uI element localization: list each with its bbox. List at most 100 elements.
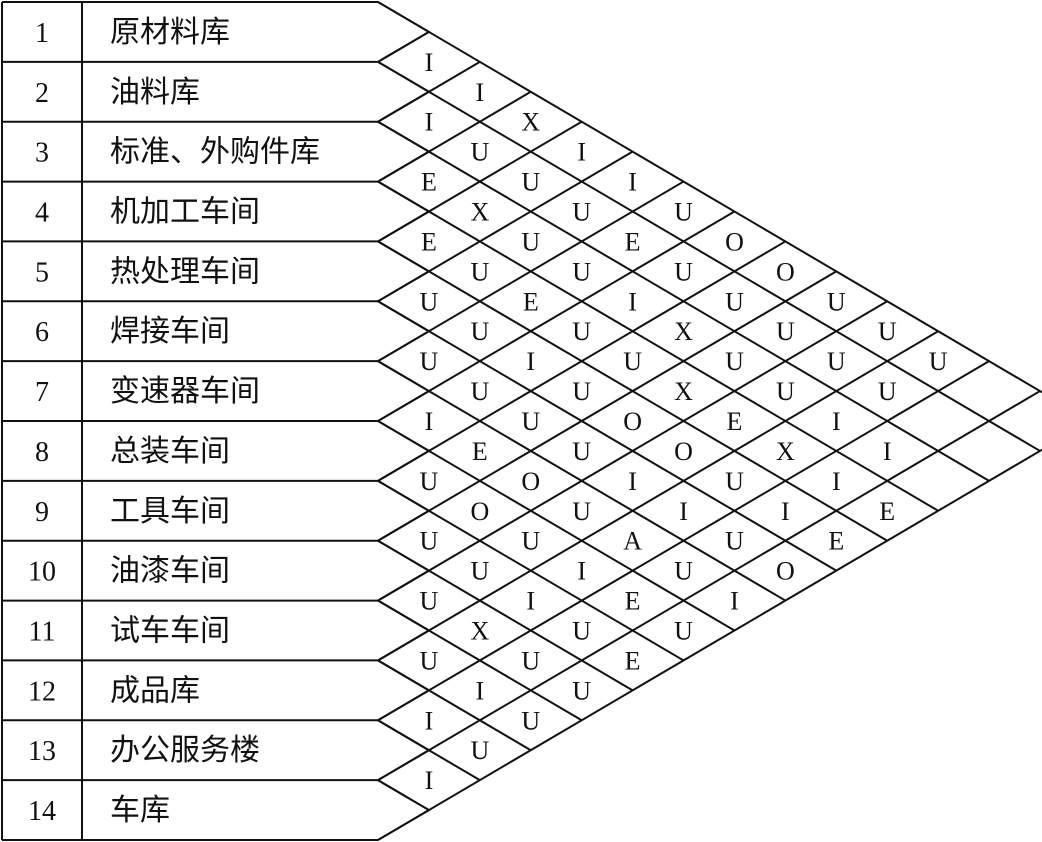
department-number: 6 bbox=[35, 317, 49, 348]
relationship-code: E bbox=[472, 437, 488, 466]
grid-diagonal-up bbox=[377, 180, 685, 363]
relationship-code: I bbox=[526, 347, 535, 376]
relationship-code: U bbox=[827, 347, 846, 376]
department-name: 成品库 bbox=[110, 673, 200, 708]
grid-diagonal-up bbox=[377, 31, 430, 63]
relationship-code: I bbox=[425, 407, 434, 436]
relationship-code: O bbox=[725, 227, 744, 256]
relationship-code: I bbox=[476, 78, 485, 107]
relationship-code: X bbox=[776, 437, 795, 466]
department-number: 3 bbox=[35, 138, 49, 169]
relationship-code: I bbox=[781, 497, 790, 526]
relationship-code: U bbox=[725, 527, 744, 556]
relationship-code: E bbox=[421, 168, 437, 197]
relationship-code: U bbox=[420, 587, 439, 616]
relationship-code: U bbox=[420, 527, 439, 556]
grid-diagonal-up bbox=[377, 390, 1041, 782]
relationship-code: I bbox=[476, 676, 485, 705]
relationship-code: I bbox=[425, 766, 434, 795]
relationship-code: U bbox=[572, 617, 591, 646]
relationship-code: O bbox=[776, 257, 795, 286]
relationship-code: U bbox=[929, 347, 948, 376]
relationship-code: U bbox=[725, 347, 744, 376]
grid-diagonal-down bbox=[377, 60, 1041, 452]
department-name: 原材料库 bbox=[110, 15, 230, 50]
department-name: 总装车间 bbox=[110, 434, 230, 469]
relationship-code: X bbox=[470, 198, 489, 227]
relationship-code: I bbox=[883, 437, 892, 466]
relationship-code: U bbox=[521, 527, 540, 556]
department-number: 11 bbox=[29, 617, 56, 648]
grid-diagonal-up bbox=[377, 150, 634, 303]
relationship-code: E bbox=[625, 646, 641, 675]
relationship-code: O bbox=[470, 497, 489, 526]
department-name: 车库 bbox=[110, 793, 170, 828]
department-name: 办公服务楼 bbox=[110, 733, 260, 768]
grid-diagonal-down bbox=[377, 420, 735, 632]
grid-diagonal-down bbox=[377, 300, 837, 572]
row-chevron bbox=[377, 1, 431, 63]
department-number: 4 bbox=[35, 198, 49, 229]
grid-diagonal-up bbox=[377, 90, 532, 183]
relationship-code: U bbox=[521, 227, 540, 256]
relationship-code: I bbox=[628, 168, 637, 197]
department-name: 机加工车间 bbox=[110, 195, 260, 230]
relationship-code: U bbox=[623, 347, 642, 376]
relationship-code: U bbox=[674, 198, 693, 227]
department-name: 试车车间 bbox=[110, 614, 230, 649]
relationship-code: I bbox=[577, 138, 586, 167]
relationship-code: E bbox=[727, 407, 743, 436]
relationship-code: I bbox=[425, 108, 434, 137]
relationship-code: U bbox=[521, 706, 540, 735]
relationship-code: U bbox=[470, 736, 489, 765]
grid-diagonal-up bbox=[377, 240, 786, 482]
relationship-code: U bbox=[470, 557, 489, 586]
relationship-code: U bbox=[776, 377, 795, 406]
grid-diagonal-up bbox=[377, 120, 583, 243]
department-number: 2 bbox=[35, 78, 49, 109]
relationship-code: E bbox=[421, 227, 437, 256]
relationship-code: U bbox=[878, 317, 897, 346]
relationship-matrix bbox=[377, 1, 1042, 841]
relationship-code: U bbox=[420, 287, 439, 316]
department-number: 13 bbox=[28, 736, 56, 767]
department-name: 油料库 bbox=[110, 75, 200, 110]
grid-diagonal-down bbox=[377, 779, 430, 811]
relationship-code: U bbox=[725, 287, 744, 316]
relationship-code: O bbox=[776, 557, 795, 586]
grid-diagonal-down bbox=[377, 539, 634, 692]
department-number: 9 bbox=[35, 497, 49, 528]
department-number: 10 bbox=[28, 557, 56, 588]
relationship-code: I bbox=[628, 287, 637, 316]
department-name: 油漆车间 bbox=[110, 554, 230, 589]
relationship-code: I bbox=[832, 407, 841, 436]
relationship-code: I bbox=[577, 557, 586, 586]
department-number: 12 bbox=[28, 676, 56, 707]
relationship-code: U bbox=[572, 377, 591, 406]
relationship-code: U bbox=[470, 257, 489, 286]
relationship-code: E bbox=[879, 497, 895, 526]
relationship-code: I bbox=[526, 587, 535, 616]
relationship-code: X bbox=[470, 617, 489, 646]
department-number: 14 bbox=[28, 796, 56, 827]
relationship-code: U bbox=[420, 467, 439, 496]
grid-diagonal-up bbox=[377, 448, 1042, 841]
grid-diagonal-up bbox=[377, 330, 939, 662]
relationship-code: E bbox=[523, 287, 539, 316]
relationship-code: E bbox=[625, 227, 641, 256]
department-number: 1 bbox=[35, 18, 49, 49]
relationship-code: U bbox=[470, 377, 489, 406]
grid-diagonal-down bbox=[377, 659, 532, 752]
relationship-code: E bbox=[828, 527, 844, 556]
relationship-code: U bbox=[521, 407, 540, 436]
relationship-code: U bbox=[674, 617, 693, 646]
relationship-code: O bbox=[521, 467, 540, 496]
relationship-code: U bbox=[827, 287, 846, 316]
row-chevron bbox=[377, 779, 431, 841]
relationship-code: U bbox=[572, 437, 591, 466]
grid-diagonal-down bbox=[377, 180, 939, 512]
relationship-code: U bbox=[725, 467, 744, 496]
relationship-code: U bbox=[572, 257, 591, 286]
